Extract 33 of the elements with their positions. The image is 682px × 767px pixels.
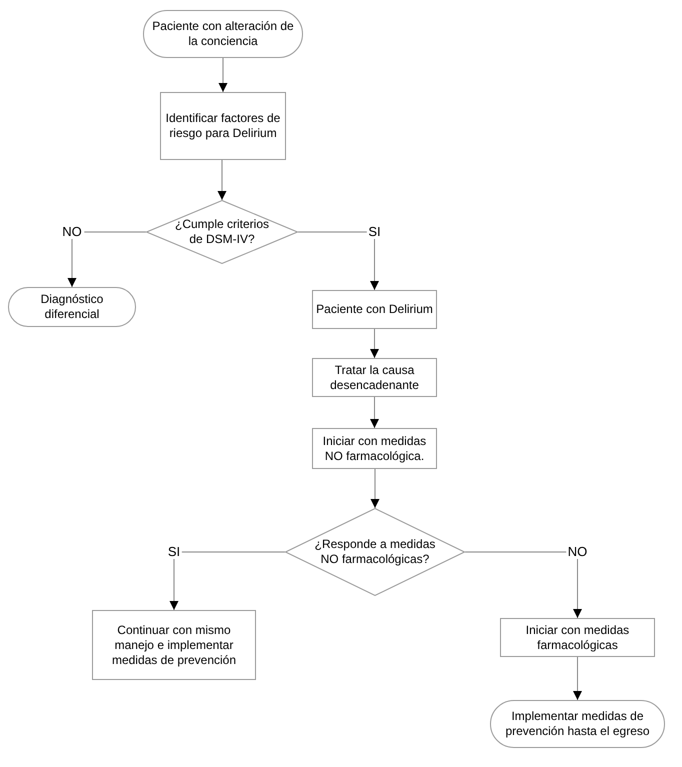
node-text: Paciente con Delirium <box>316 302 433 317</box>
arrow <box>370 468 380 508</box>
node-text: Diagnóstico diferencial <box>40 292 104 322</box>
process-box <box>312 428 437 469</box>
edge-label: NO <box>566 545 590 559</box>
arrow <box>370 328 379 358</box>
terminal-box <box>143 10 303 58</box>
terminal-box <box>8 287 136 327</box>
process-box <box>160 92 286 160</box>
process-box <box>92 610 256 680</box>
arrow <box>464 552 582 618</box>
arrow <box>170 552 286 610</box>
process-box <box>312 358 437 397</box>
arrow <box>298 232 379 290</box>
process-box <box>500 618 655 657</box>
arrow <box>573 656 582 700</box>
node-text: Identificar factores de riesgo para Delirium <box>164 111 282 141</box>
node-text: Implementar medidas de prevención hasta el egreso <box>504 709 651 739</box>
arrow <box>68 232 146 288</box>
node-text: Tratar la causa desencadenante <box>329 362 420 392</box>
process-box <box>312 290 437 329</box>
node-text: ¿Cumple criterios de DSM-IV? <box>174 217 270 247</box>
node-text: Iniciar con medidas NO farmacológica. <box>322 434 428 464</box>
arrow <box>218 58 228 92</box>
arrow <box>218 160 226 200</box>
node-text: Paciente con alteración de la conciencia <box>151 19 295 49</box>
node-text: ¿Responde a medidas NO farmacológicas? <box>314 537 436 567</box>
edge-label: NO <box>60 225 84 239</box>
edge-label: SI <box>166 545 182 559</box>
terminal-box <box>490 700 665 748</box>
node-text: Continuar con mismo manejo e implementar medidas de prevención <box>110 622 238 668</box>
node-text: Iniciar con medidas farmacológicas <box>524 622 630 652</box>
arrow <box>370 396 379 428</box>
